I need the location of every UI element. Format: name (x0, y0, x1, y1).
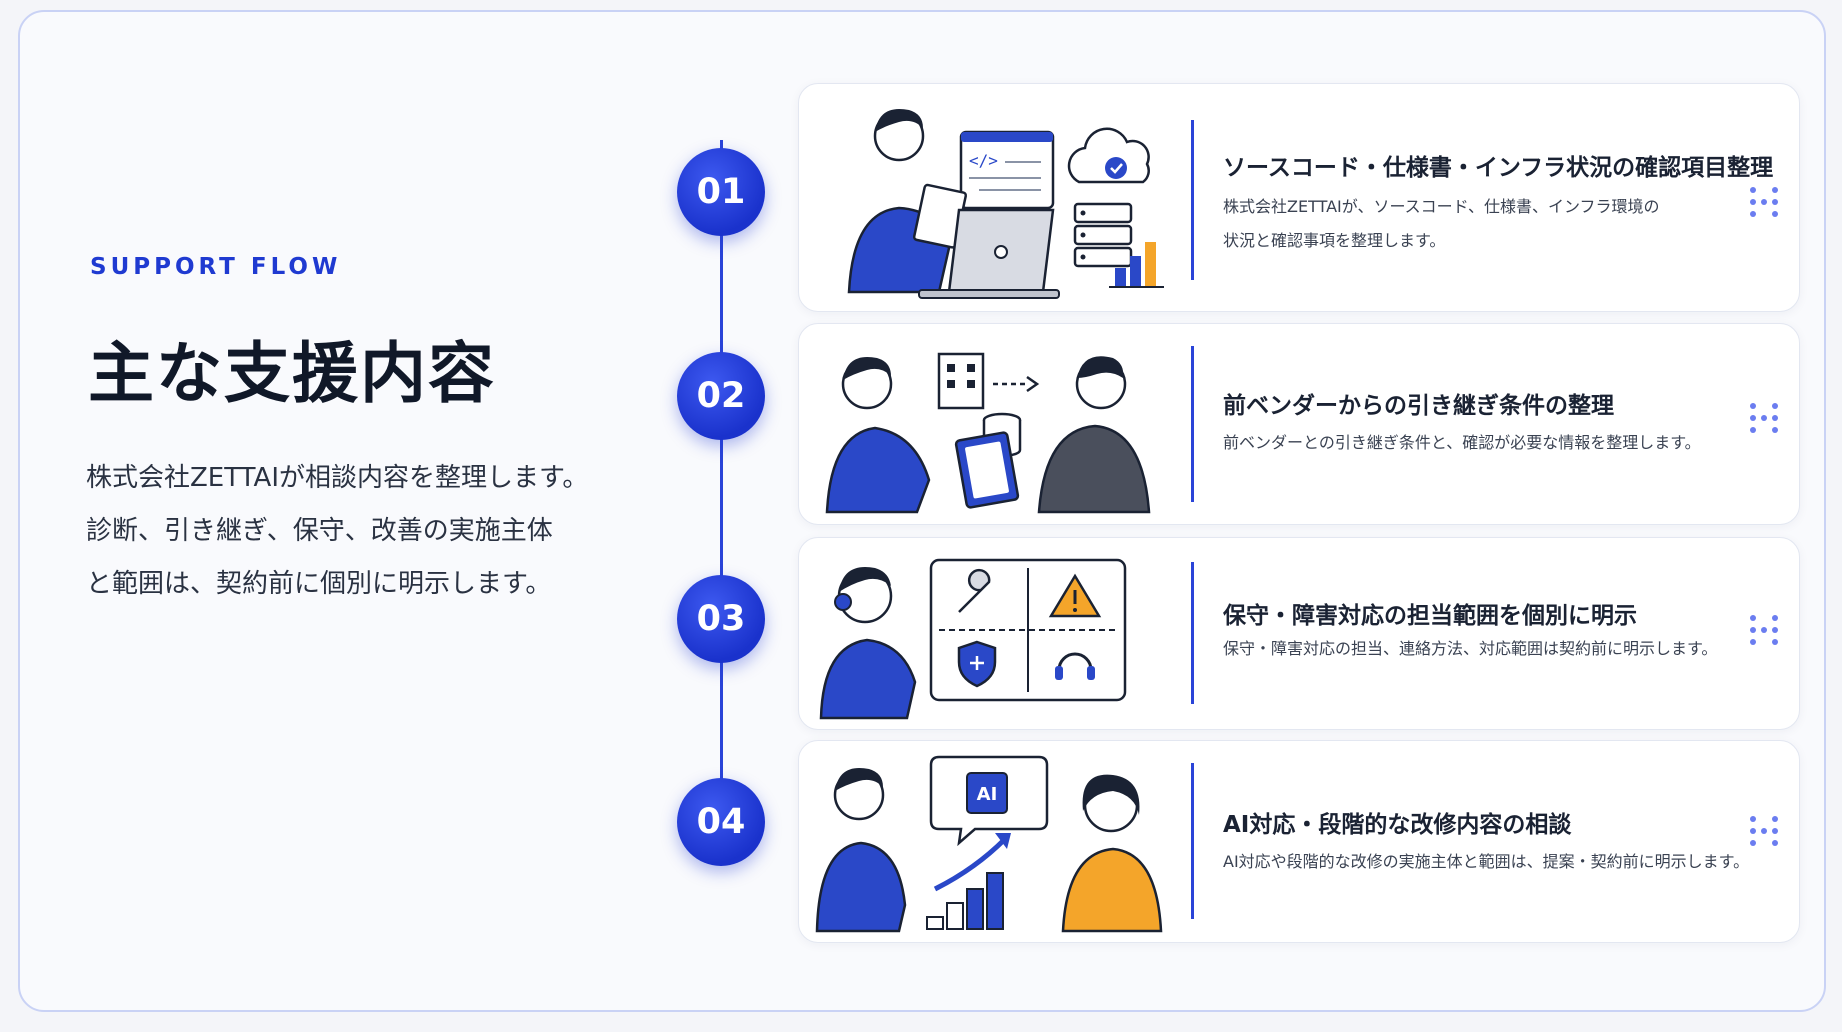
section-eyebrow: SUPPORT FLOW (90, 254, 342, 280)
dots-icon (1750, 403, 1778, 433)
step-description: 保守・障害対応の担当、連絡方法、対応範囲は契約前に明示します。 (1223, 632, 1743, 666)
step-badge-04: 04 (677, 778, 765, 866)
step-description-line: AI対応や段階的な改修の実施主体と範囲は、提案・契約前に明示します。 (1223, 852, 1750, 871)
svg-text:</>: </> (969, 151, 998, 170)
step-card-03: 保守・障害対応の担当範囲を個別に明示 保守・障害対応の担当、連絡方法、対応範囲は… (798, 537, 1800, 730)
step-title: 保守・障害対応の担当範囲を個別に明示 (1223, 603, 1637, 629)
step-card-04: AI AI対応・段階的な改修内容の相談 AI対応や段階的な改修の実施主体と範囲は… (798, 740, 1800, 943)
step-badge-02: 02 (677, 352, 765, 440)
step-card-02: 前ベンダーからの引き継ぎ条件の整理 前ベンダーとの引き継ぎ条件と、確認が必要な情… (798, 323, 1800, 525)
step-description: 株式会社ZETTAIが、ソースコード、仕様書、インフラ環境の 状況と確認事項を整… (1223, 190, 1743, 258)
card-divider (1191, 346, 1194, 502)
step-description-line: 状況と確認事項を整理します。 (1223, 231, 1446, 250)
page-title: 主な支援内容 (88, 335, 496, 412)
ai-consultation-illustration: AI (815, 755, 1163, 933)
lead-line: 診断、引き継ぎ、保守、改善の実施主体 (86, 516, 553, 546)
lead-text: 株式会社ZETTAIが相談内容を整理します。 診断、引き継ぎ、保守、改善の実施主… (86, 452, 626, 611)
step-card-01: </> ソースコード・仕様書・インフラ状況の確認項目整理 株式会社ZETTAIが (798, 83, 1800, 312)
card-divider (1191, 120, 1194, 280)
step-description-line: 保守・障害対応の担当、連絡方法、対応範囲は契約前に明示します。 (1223, 639, 1718, 658)
card-divider (1191, 763, 1194, 919)
dots-icon (1750, 816, 1778, 846)
lead-line: 株式会社ZETTAIが相談内容を整理します。 (86, 463, 589, 493)
card-divider (1191, 562, 1194, 704)
timeline-line (720, 140, 723, 830)
developer-laptop-cloud-server-illustration: </> (847, 108, 1164, 299)
dots-icon (1750, 615, 1778, 645)
step-description: AI対応や段階的な改修の実施主体と範囲は、提案・契約前に明示します。 (1223, 845, 1750, 879)
ai-chip-label: AI (977, 784, 998, 805)
dots-icon (1750, 187, 1778, 217)
step-title: 前ベンダーからの引き継ぎ条件の整理 (1223, 393, 1614, 419)
lead-line: と範囲は、契約前に個別に明示します。 (86, 569, 552, 599)
support-headset-panel-illustration (819, 558, 1127, 720)
step-title: ソースコード・仕様書・インフラ状況の確認項目整理 (1223, 155, 1774, 181)
step-description-line: 株式会社ZETTAIが、ソースコード、仕様書、インフラ環境の (1223, 197, 1660, 216)
step-title: AI対応・段階的な改修内容の相談 (1223, 812, 1572, 838)
step-description-line: 前ベンダーとの引き継ぎ条件と、確認が必要な情報を整理します。 (1223, 433, 1701, 452)
handover-clipboard-illustration (825, 352, 1151, 514)
step-description: 前ベンダーとの引き継ぎ条件と、確認が必要な情報を整理します。 (1223, 426, 1743, 460)
step-badge-01: 01 (677, 148, 765, 236)
step-badge-03: 03 (677, 575, 765, 663)
